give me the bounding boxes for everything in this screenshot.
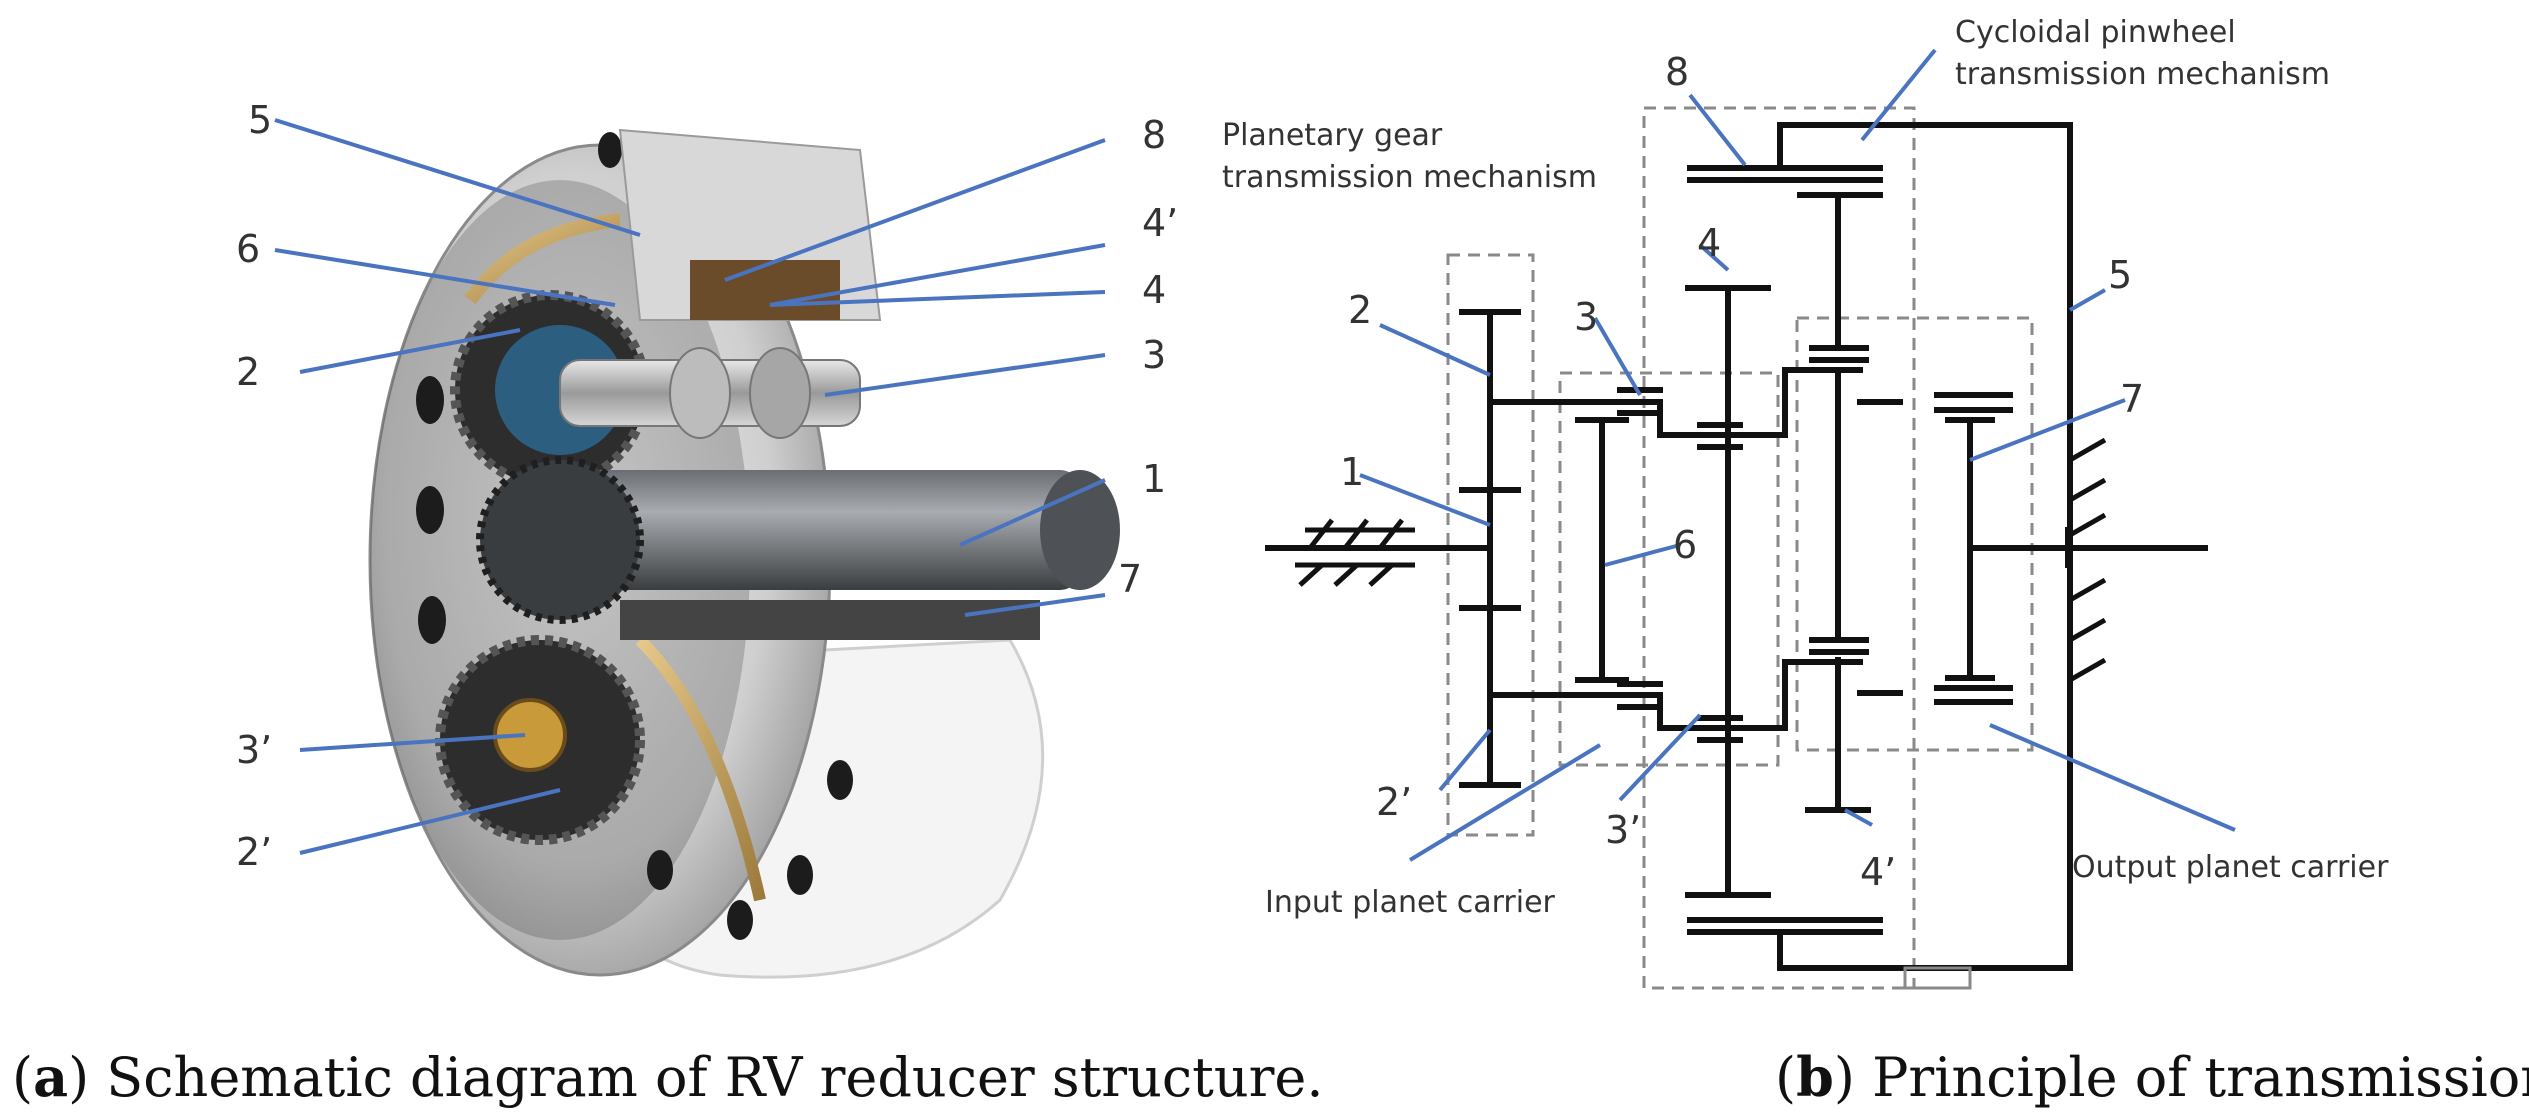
- leader-3p: [299, 733, 526, 752]
- leader-b2p: [1438, 728, 1492, 792]
- panel-b-labels: 8 Cycloidal pinwheel transmission mechan…: [1222, 15, 2389, 920]
- label-2: 2: [236, 350, 260, 394]
- panel-a-labels: 5 6 2 3’ 2’ 8 4’ 4 3 1 7: [236, 98, 1178, 874]
- leader-b7: [1969, 398, 2126, 462]
- input-shaft-1: [560, 470, 1080, 590]
- label-b8: 8: [1665, 50, 1689, 94]
- leader-7: [964, 593, 1106, 617]
- leader-b4p: [1844, 808, 1873, 827]
- label-b3: 3: [1574, 295, 1598, 339]
- cycloid-disc-4p: [690, 260, 840, 320]
- leader-input-carrier: [1408, 743, 1602, 862]
- output-carrier-plate: [620, 600, 1040, 640]
- label-3: 3: [1142, 333, 1166, 377]
- box-cycloidal: [1642, 106, 1916, 990]
- label-2p: 2’: [236, 830, 272, 874]
- caption-a: (a) Schematic diagram of RV reducer stru…: [12, 1045, 1324, 1109]
- label-5: 5: [248, 98, 272, 142]
- caption-b: (b) Principle of transmission.: [1775, 1045, 2529, 1109]
- label-1: 1: [1142, 457, 1166, 501]
- leader-cycloidal: [1860, 48, 1937, 142]
- leader-b2: [1379, 323, 1491, 377]
- text-planetary-1: Planetary gear: [1222, 118, 1443, 153]
- leader-b8: [1688, 93, 1747, 167]
- label-b2p: 2’: [1376, 780, 1412, 824]
- label-7: 7: [1118, 557, 1142, 601]
- label-3p: 3’: [236, 728, 272, 772]
- leader-b6: [1604, 543, 1681, 567]
- leader-b1: [1359, 473, 1491, 527]
- housing-5: [1777, 122, 2073, 551]
- text-cycloidal-1: Cycloidal pinwheel: [1955, 15, 2236, 50]
- lower-crank: [1487, 659, 1863, 731]
- panel-b-leaders: [1359, 48, 2236, 862]
- box-input-carrier: [1558, 371, 1780, 767]
- panel-a-leaders: [274, 118, 1106, 855]
- label-b3p: 3’: [1605, 808, 1641, 852]
- label-b2: 2: [1348, 288, 1372, 332]
- leader-b5: [2069, 288, 2106, 312]
- pin-ring-bottom: [635, 635, 766, 902]
- leader-1: [959, 478, 1106, 547]
- text-planetary-2: transmission mechanism: [1222, 160, 1597, 195]
- sun-gear: [476, 456, 644, 624]
- leader-4: [769, 290, 1106, 307]
- leader-3: [824, 353, 1106, 397]
- label-4p: 4’: [1142, 201, 1178, 245]
- label-b6: 6: [1673, 523, 1697, 567]
- reducer-illustration: [368, 128, 1120, 979]
- label-b4: 4: [1697, 221, 1721, 265]
- leader-6: [274, 248, 616, 307]
- transmission-schematic: [1265, 106, 2208, 990]
- label-4: 4: [1142, 268, 1166, 312]
- label-b5: 5: [2108, 253, 2132, 297]
- leader-b4: [1698, 243, 1730, 272]
- housing-base: [1903, 966, 1972, 990]
- leader-output-carrier: [1989, 723, 2236, 832]
- leader-5: [274, 118, 641, 237]
- label-b1: 1: [1340, 450, 1364, 494]
- leader-b3p: [1618, 713, 1702, 802]
- label-b7: 7: [2120, 377, 2144, 421]
- upper-crank: [1487, 367, 1863, 438]
- text-cycloidal-2: transmission mechanism: [1955, 57, 2330, 92]
- input-shaft-end: [1040, 470, 1120, 590]
- label-b4p: 4’: [1860, 850, 1896, 894]
- schematic-lines: [1265, 122, 2208, 971]
- leader-b3: [1593, 316, 1642, 397]
- label-6: 6: [236, 227, 260, 271]
- leader-8: [724, 138, 1106, 282]
- ground-hatches: [1295, 437, 2107, 683]
- label-8: 8: [1142, 113, 1166, 157]
- leader-2: [299, 328, 521, 374]
- leader-4p: [769, 243, 1106, 307]
- text-output-carrier: Output planet carrier: [2072, 850, 2389, 885]
- leader-2p: [299, 788, 561, 855]
- dashed-boxes: [1446, 106, 2034, 990]
- text-input-carrier: Input planet carrier: [1265, 885, 1556, 920]
- box-output-carrier: [1795, 316, 2034, 752]
